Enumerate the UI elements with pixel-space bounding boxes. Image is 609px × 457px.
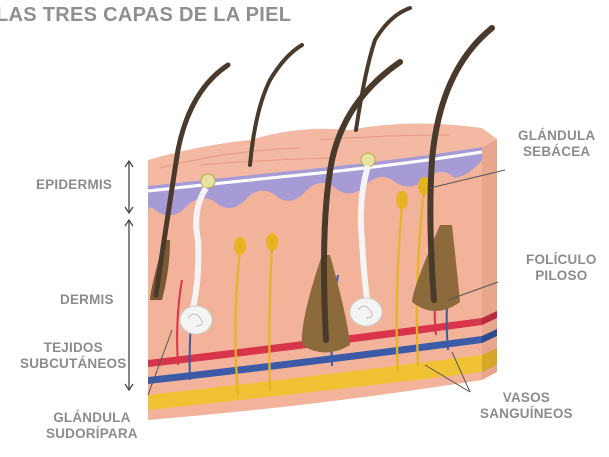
label-glandula-sudoripara: GLÁNDULA SUDORÍPARA	[46, 410, 138, 442]
label-vasos-sanguineos: VASOS SANGUÍNEOS	[480, 390, 573, 422]
label-epidermis: EPIDERMIS	[36, 177, 112, 193]
label-tejidos-subcutaneos: TEJIDOS SUBCUTÁNEOS	[20, 340, 126, 372]
label-glandula-sebacea: GLÁNDULA SEBÁCEA	[518, 128, 595, 160]
label-foliculo-piloso: FOLÍCULO PILOSO	[526, 252, 597, 284]
diagram-title: LAS TRES CAPAS DE LA PIEL	[0, 4, 291, 27]
label-dermis: DERMIS	[60, 292, 114, 308]
